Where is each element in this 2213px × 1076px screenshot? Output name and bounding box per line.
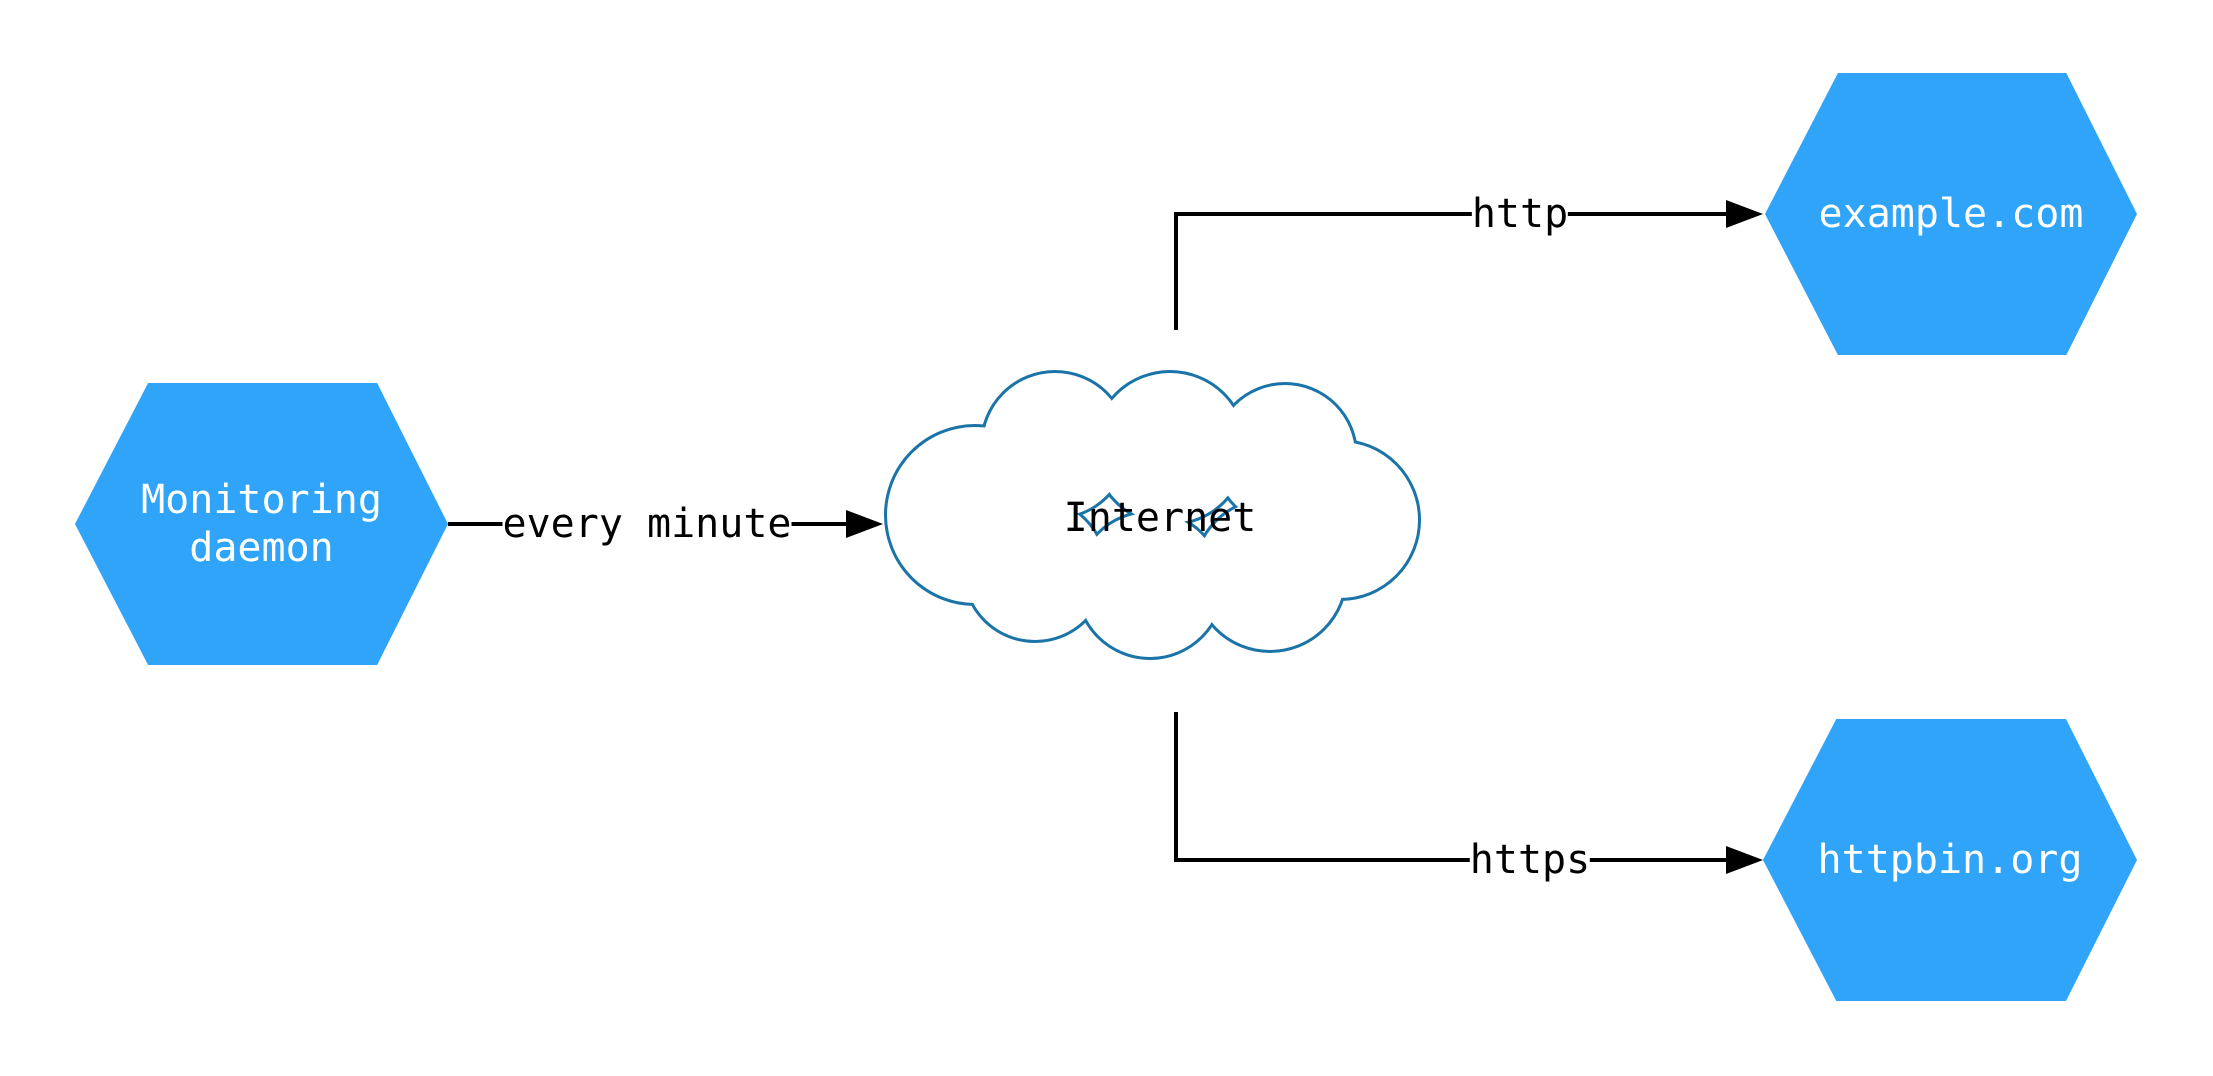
edge-label-http: http bbox=[1471, 191, 1569, 237]
edge-label-every-minute: every minute bbox=[502, 501, 792, 547]
node-example-com: example.com bbox=[1765, 73, 2137, 355]
arrowhead-icon bbox=[846, 510, 883, 538]
edge-https-line bbox=[1174, 712, 1732, 862]
node-monitoring-daemon: Monitoring daemon bbox=[75, 383, 448, 665]
cloud-fill bbox=[887, 373, 1418, 657]
edge-http-line bbox=[1174, 212, 1732, 330]
node-httpbin-org: httpbin.org bbox=[1763, 719, 2137, 1001]
arrowhead-icon bbox=[1726, 200, 1763, 228]
arrowhead-icon bbox=[1726, 846, 1763, 874]
node-monitoring-daemon-label: Monitoring daemon bbox=[141, 477, 382, 571]
node-internet-label: Internet bbox=[1063, 495, 1257, 541]
edge-label-https: https bbox=[1469, 837, 1591, 883]
node-example-com-label: example.com bbox=[1818, 191, 2084, 237]
node-httpbin-org-label: httpbin.org bbox=[1817, 837, 2083, 883]
